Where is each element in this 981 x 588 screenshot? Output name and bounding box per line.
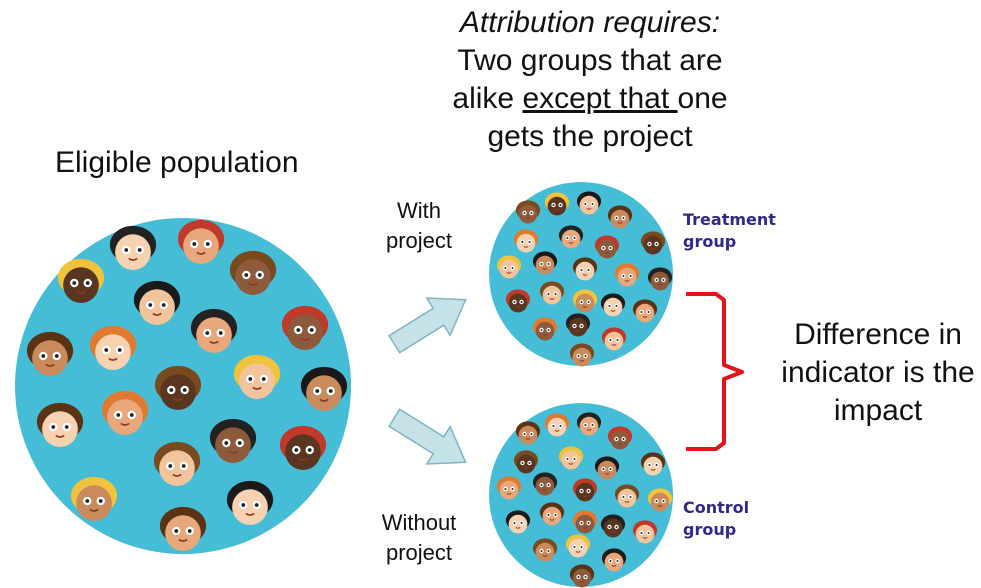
face-icon <box>558 446 584 470</box>
treatment-group-label: Treatment group <box>683 209 776 253</box>
face-icon <box>26 331 74 376</box>
face-icon <box>569 343 595 367</box>
face-icon <box>505 289 531 313</box>
heading-line-2: Two groups that are <box>457 44 723 77</box>
face-icon <box>601 327 627 351</box>
face-icon <box>279 425 327 470</box>
face-icon <box>496 476 522 500</box>
face-icon <box>281 305 329 350</box>
face-icon <box>614 263 640 287</box>
heading-underlined-text: except that <box>522 82 678 115</box>
face-icon <box>539 281 565 305</box>
face-icon <box>565 534 591 558</box>
treatment-faces <box>496 191 673 367</box>
face-icon <box>109 225 157 270</box>
face-icon <box>572 289 598 313</box>
face-icon <box>632 299 658 323</box>
face-icon <box>226 480 274 525</box>
face-icon <box>515 200 541 224</box>
face-icon <box>614 484 640 508</box>
control-group-label: Control group <box>683 497 749 541</box>
face-icon <box>600 514 626 538</box>
face-icon <box>57 258 105 303</box>
without-project-line-1: Without <box>381 510 457 535</box>
face-icon <box>505 510 531 534</box>
face-icon <box>576 412 602 436</box>
face-icon <box>576 191 602 215</box>
face-icon <box>640 231 666 255</box>
face-icon <box>594 235 620 259</box>
with-project-line-2: project <box>385 228 453 253</box>
without-project-arrow <box>388 408 467 465</box>
face-icon <box>539 502 565 526</box>
face-icon <box>496 255 522 279</box>
face-icon <box>190 308 238 353</box>
face-icon <box>569 564 595 588</box>
face-icon <box>300 366 348 411</box>
face-icon <box>565 313 591 337</box>
with-project-arrow <box>388 297 467 354</box>
face-icon <box>515 421 541 445</box>
face-icon <box>544 413 570 437</box>
treatment-label-line-1: Treatment <box>683 210 776 229</box>
treatment-label-line-2: group <box>683 232 737 251</box>
face-icon <box>647 267 673 291</box>
without-project-line-2: project <box>385 540 453 565</box>
face-icon <box>601 548 627 572</box>
face-icon <box>532 538 558 562</box>
difference-label: Difference in indicator is the impact <box>768 316 981 430</box>
face-icon <box>36 402 84 447</box>
face-icon <box>532 472 558 496</box>
face-icon <box>647 488 673 512</box>
without-project-label: Without project <box>364 508 474 568</box>
with-project-label: With project <box>364 196 474 256</box>
difference-line-2: indicator is the <box>781 356 975 389</box>
face-icon <box>607 426 633 450</box>
face-icon <box>632 520 658 544</box>
heading-line-3: alike except that one <box>395 80 785 118</box>
face-icon <box>89 325 137 370</box>
face-icon <box>594 456 620 480</box>
difference-line-3: impact <box>833 394 923 427</box>
face-icon <box>154 365 202 410</box>
heading-line-4: gets the project <box>487 120 693 153</box>
face-icon <box>209 418 257 463</box>
heading-line-3-end: one <box>677 82 728 115</box>
face-icon <box>544 192 570 216</box>
face-icon <box>159 506 207 551</box>
face-icon <box>558 225 584 249</box>
face-icon <box>153 441 201 486</box>
face-icon <box>572 257 598 281</box>
face-icon <box>532 317 558 341</box>
face-icon <box>640 452 666 476</box>
difference-brace <box>686 292 744 451</box>
control-label-line-1: Control <box>683 498 750 517</box>
eligible-population-label: Eligible population <box>55 146 299 179</box>
attribution-heading: Attribution requires: Two groups that ar… <box>395 4 785 156</box>
face-icon <box>572 478 598 502</box>
face-icon <box>101 390 149 435</box>
face-icon <box>513 450 539 474</box>
control-label-line-2: group <box>683 520 737 539</box>
face-icon <box>572 510 598 534</box>
heading-italic-line: Attribution requires: <box>459 6 721 39</box>
heading-line-3-start: alike <box>452 82 523 115</box>
face-icon <box>607 205 633 229</box>
face-icon <box>513 229 539 253</box>
face-icon <box>532 251 558 275</box>
with-project-line-1: With <box>397 198 441 223</box>
face-icon <box>133 280 181 325</box>
face-icon <box>177 219 225 264</box>
face-icon <box>233 354 281 399</box>
control-faces <box>496 412 673 588</box>
face-icon <box>70 476 118 521</box>
face-icon <box>600 293 626 317</box>
face-icon <box>229 250 277 295</box>
difference-line-1: Difference in <box>794 318 962 351</box>
population-faces <box>26 219 348 551</box>
